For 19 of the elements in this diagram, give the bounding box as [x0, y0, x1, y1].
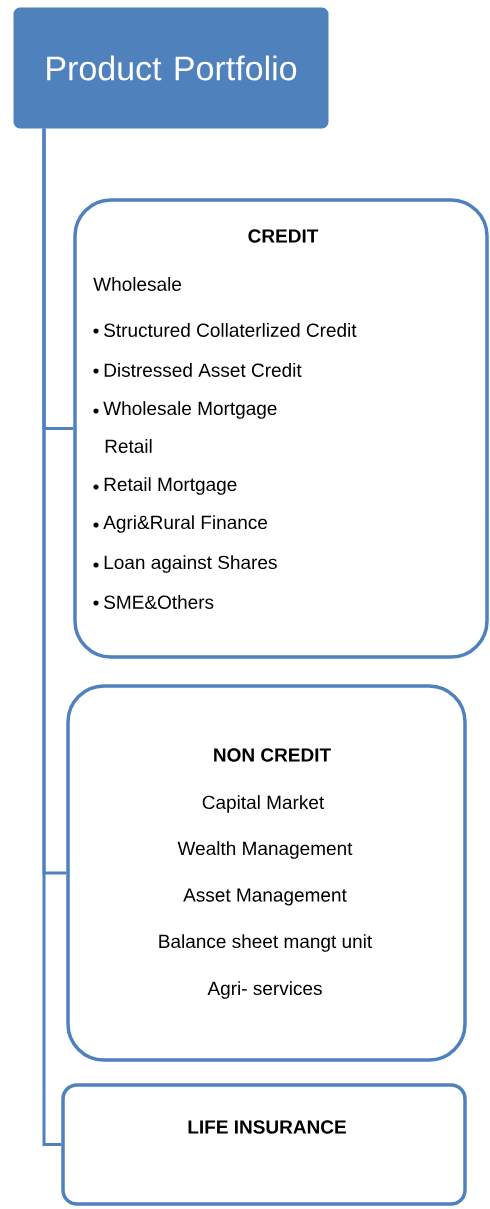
item-text: Capital Market [202, 795, 325, 813]
item-text: Asset Management [183, 888, 347, 906]
list-heading: Retail [105, 439, 152, 453]
item-text: Agri- services [207, 981, 322, 999]
heading: CREDIT [248, 229, 319, 243]
bullet-item: Retail Mortgage [93, 477, 237, 495]
bullet-item: Wholesale Mortgage [93, 401, 277, 419]
bullet-item: Distressed Asset Credit [93, 363, 302, 377]
list-heading: Wholesale [93, 277, 182, 291]
item-text: Wealth Management [177, 841, 353, 859]
bullet-item: Structured Collaterlized Credit [93, 323, 357, 337]
bullet-item: Loan against Shares [93, 555, 277, 573]
title-box: Product Portfolio [13, 7, 329, 129]
heading: NON CREDIT [214, 748, 331, 762]
connector [42, 128, 62, 1146]
bullet-item: Agri&Rural Finance [93, 515, 268, 533]
heading: LIFE INSURANCE [188, 1120, 346, 1134]
item-text: Balance sheet mangt unit [159, 934, 373, 952]
bullet-item: SME&Others [93, 595, 214, 609]
